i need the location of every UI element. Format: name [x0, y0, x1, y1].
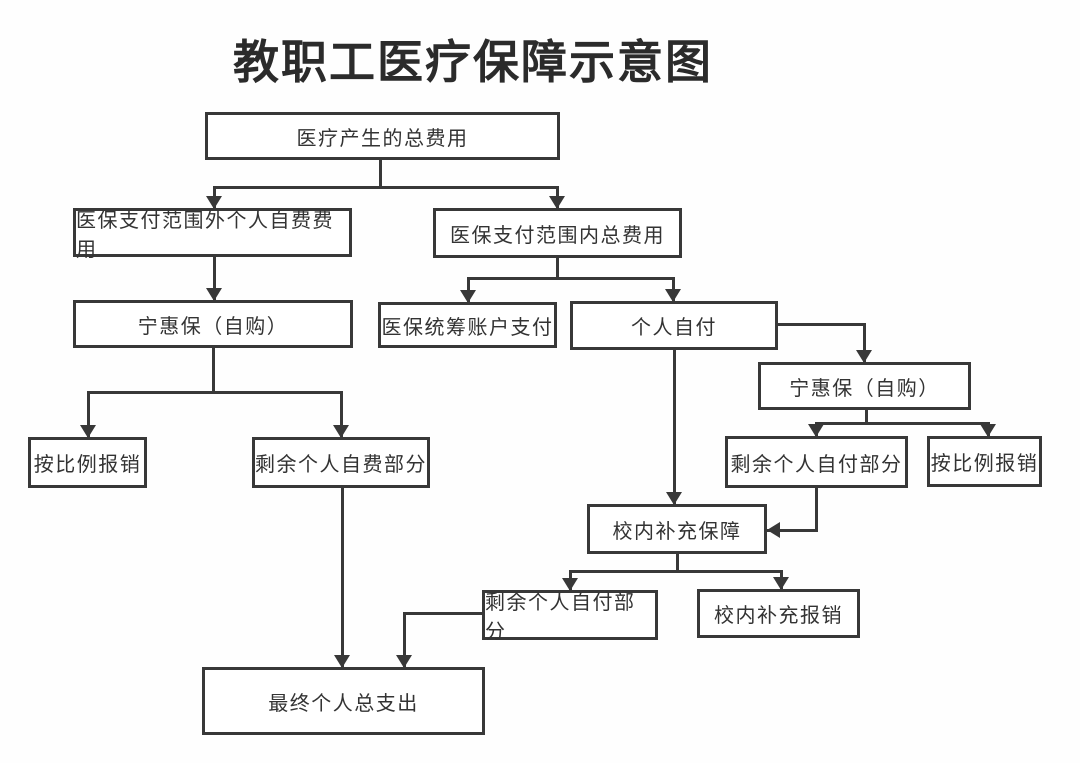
node-total-medical-cost: 医疗产生的总费用 — [205, 112, 560, 160]
arrowhead-icon — [767, 522, 780, 538]
edge-campus-supplement-guarantee-to-campus-supplement-reimburse — [675, 569, 783, 573]
edge-ninghuibao-right-to-proportional-reimburse-right — [864, 421, 990, 425]
node-remaining-self-paid-part: 剩余个人自费部分 — [252, 437, 430, 488]
node-label: 个人自付 — [631, 317, 717, 339]
edge-total-medical-cost-to-inside-scope-total — [378, 185, 559, 189]
node-label: 医保支付范围内总费用 — [450, 224, 665, 247]
edge-ninghuibao-right-to-proportional-reimburse-right — [864, 408, 868, 425]
arrowhead-icon — [856, 350, 872, 363]
edge-outside-scope-self-paid-to-ninghuibao-left — [212, 255, 216, 302]
arrowhead-icon — [206, 196, 222, 209]
node-label: 剩余个人自付部分 — [485, 592, 636, 643]
edge-ninghuibao-left-to-remaining-self-paid-part — [211, 346, 215, 394]
edge-personal-pay-to-ninghuibao-right — [776, 322, 866, 326]
page-title: 教职工医疗保障示意图 — [233, 36, 713, 88]
edge-remaining-personal-right-to-campus-supplement-guarantee — [765, 528, 818, 532]
node-label: 校内补充报销 — [714, 605, 843, 627]
node-label: 最终个人总支出 — [268, 692, 419, 715]
edge-ninghuibao-left-to-remaining-self-paid-part — [339, 390, 343, 439]
node-label: 宁惠保（自购） — [789, 377, 940, 400]
node-inside-scope-total: 医保支付范围内总费用 — [433, 208, 682, 258]
arrowhead-icon — [549, 196, 565, 209]
node-proportional-reimburse-right: 按比例报销 — [927, 436, 1042, 487]
arrowhead-icon — [80, 425, 96, 438]
node-ninghuibao-left: 宁惠保（自购） — [73, 300, 353, 348]
edge-total-medical-cost-to-outside-scope-self-paid — [212, 185, 382, 189]
edge-personal-pay-to-campus-supplement-guarantee — [672, 348, 676, 506]
edge-campus-supplement-guarantee-to-remaining-personal-bottom — [568, 569, 679, 573]
arrowhead-icon — [666, 492, 682, 505]
node-label: 宁惠保（自购） — [137, 315, 289, 338]
node-label: 医保支付范围外个人自费费用 — [76, 209, 334, 261]
node-label: 校内补充保障 — [612, 520, 742, 543]
node-label: 医保统筹账户支付 — [381, 316, 554, 339]
node-label: 剩余个人自费部分 — [255, 454, 427, 476]
node-label: 医疗产生的总费用 — [296, 127, 469, 150]
edge-remaining-self-paid-part-to-final-personal-total — [340, 486, 344, 669]
edge-total-medical-cost-to-inside-scope-total — [378, 158, 382, 189]
arrowhead-icon — [460, 290, 476, 303]
edge-ninghuibao-left-to-proportional-reimburse-left — [86, 390, 215, 394]
edge-ninghuibao-left-to-remaining-self-paid-part — [211, 390, 343, 394]
arrowhead-icon — [396, 655, 412, 668]
arrowhead-icon — [665, 289, 681, 302]
edge-inside-scope-total-to-pooling-account-pay — [466, 276, 559, 280]
edge-ninghuibao-right-to-remaining-personal-right — [814, 421, 868, 425]
node-ninghuibao-right: 宁惠保（自购） — [758, 362, 971, 410]
node-personal-pay: 个人自付 — [570, 301, 778, 350]
edge-inside-scope-total-to-personal-pay — [555, 256, 559, 280]
arrowhead-icon — [808, 424, 824, 437]
arrowhead-icon — [334, 655, 350, 668]
node-remaining-personal-bottom: 剩余个人自付部分 — [482, 590, 658, 643]
arrowhead-icon — [980, 424, 996, 437]
edge-inside-scope-total-to-personal-pay — [555, 276, 675, 280]
edge-remaining-personal-right-to-campus-supplement-guarantee — [814, 486, 818, 532]
node-label: 按比例报销 — [930, 453, 1039, 475]
node-outside-scope-self-paid: 医保支付范围外个人自费费用 — [73, 208, 352, 261]
node-pooling-account-pay: 医保统筹账户支付 — [378, 302, 557, 348]
edge-remaining-personal-bottom-to-final-personal-total — [402, 611, 484, 615]
edge-remaining-personal-bottom-to-final-personal-total — [402, 611, 406, 669]
arrowhead-icon — [333, 425, 349, 438]
arrowhead-icon — [206, 288, 222, 301]
node-proportional-reimburse-left: 按比例报销 — [28, 437, 147, 488]
node-campus-supplement-guarantee: 校内补充保障 — [587, 504, 767, 554]
arrowhead-icon — [562, 578, 578, 591]
edge-personal-pay-to-ninghuibao-right — [862, 322, 866, 364]
node-remaining-personal-right: 剩余个人自付部分 — [725, 436, 908, 488]
edge-ninghuibao-left-to-proportional-reimburse-left — [86, 390, 90, 439]
arrowhead-icon — [773, 577, 789, 590]
node-label: 按比例报销 — [33, 454, 142, 476]
node-label: 剩余个人自付部分 — [730, 453, 903, 476]
edge-campus-supplement-guarantee-to-campus-supplement-reimburse — [675, 552, 679, 573]
node-final-personal-total: 最终个人总支出 — [202, 667, 485, 735]
node-campus-supplement-reimburse: 校内补充报销 — [697, 589, 860, 638]
